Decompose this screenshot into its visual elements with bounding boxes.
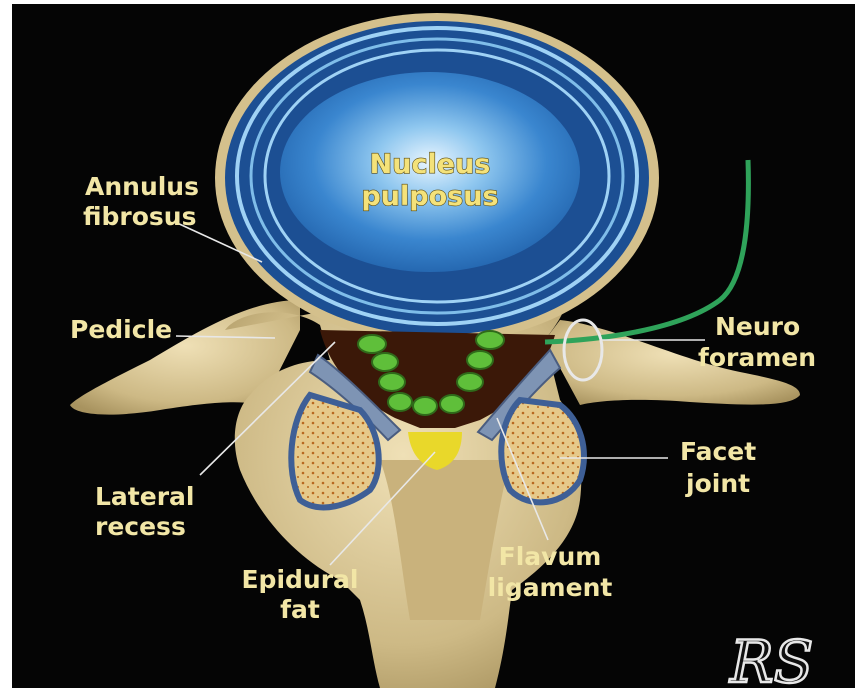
label-annulus-fibrosus-2: fibrosus xyxy=(83,202,197,231)
label-lateral-recess-2: recess xyxy=(95,512,186,541)
label-facet-joint-2: joint xyxy=(685,469,750,498)
artist-signature: RS xyxy=(729,628,813,688)
label-lateral-recess: Lateral xyxy=(95,482,194,511)
label-nucleus-pulposus-2: pulposus xyxy=(361,181,498,212)
label-flavum-ligament-2: ligament xyxy=(488,573,613,602)
label-neuro-foramen-2: foramen xyxy=(698,343,816,372)
label-neuro-foramen: Neuro xyxy=(715,312,800,341)
label-pedicle: Pedicle xyxy=(70,315,172,344)
label-annulus-fibrosus: Annulus xyxy=(85,172,199,201)
label-facet-joint: Facet xyxy=(680,437,756,466)
label-epidural-fat-2: fat xyxy=(280,595,320,624)
label-flavum-ligament: Flavum xyxy=(499,542,602,571)
label-epidural-fat: Epidural xyxy=(241,565,358,594)
label-nucleus-pulposus: Nucleus xyxy=(370,149,491,180)
